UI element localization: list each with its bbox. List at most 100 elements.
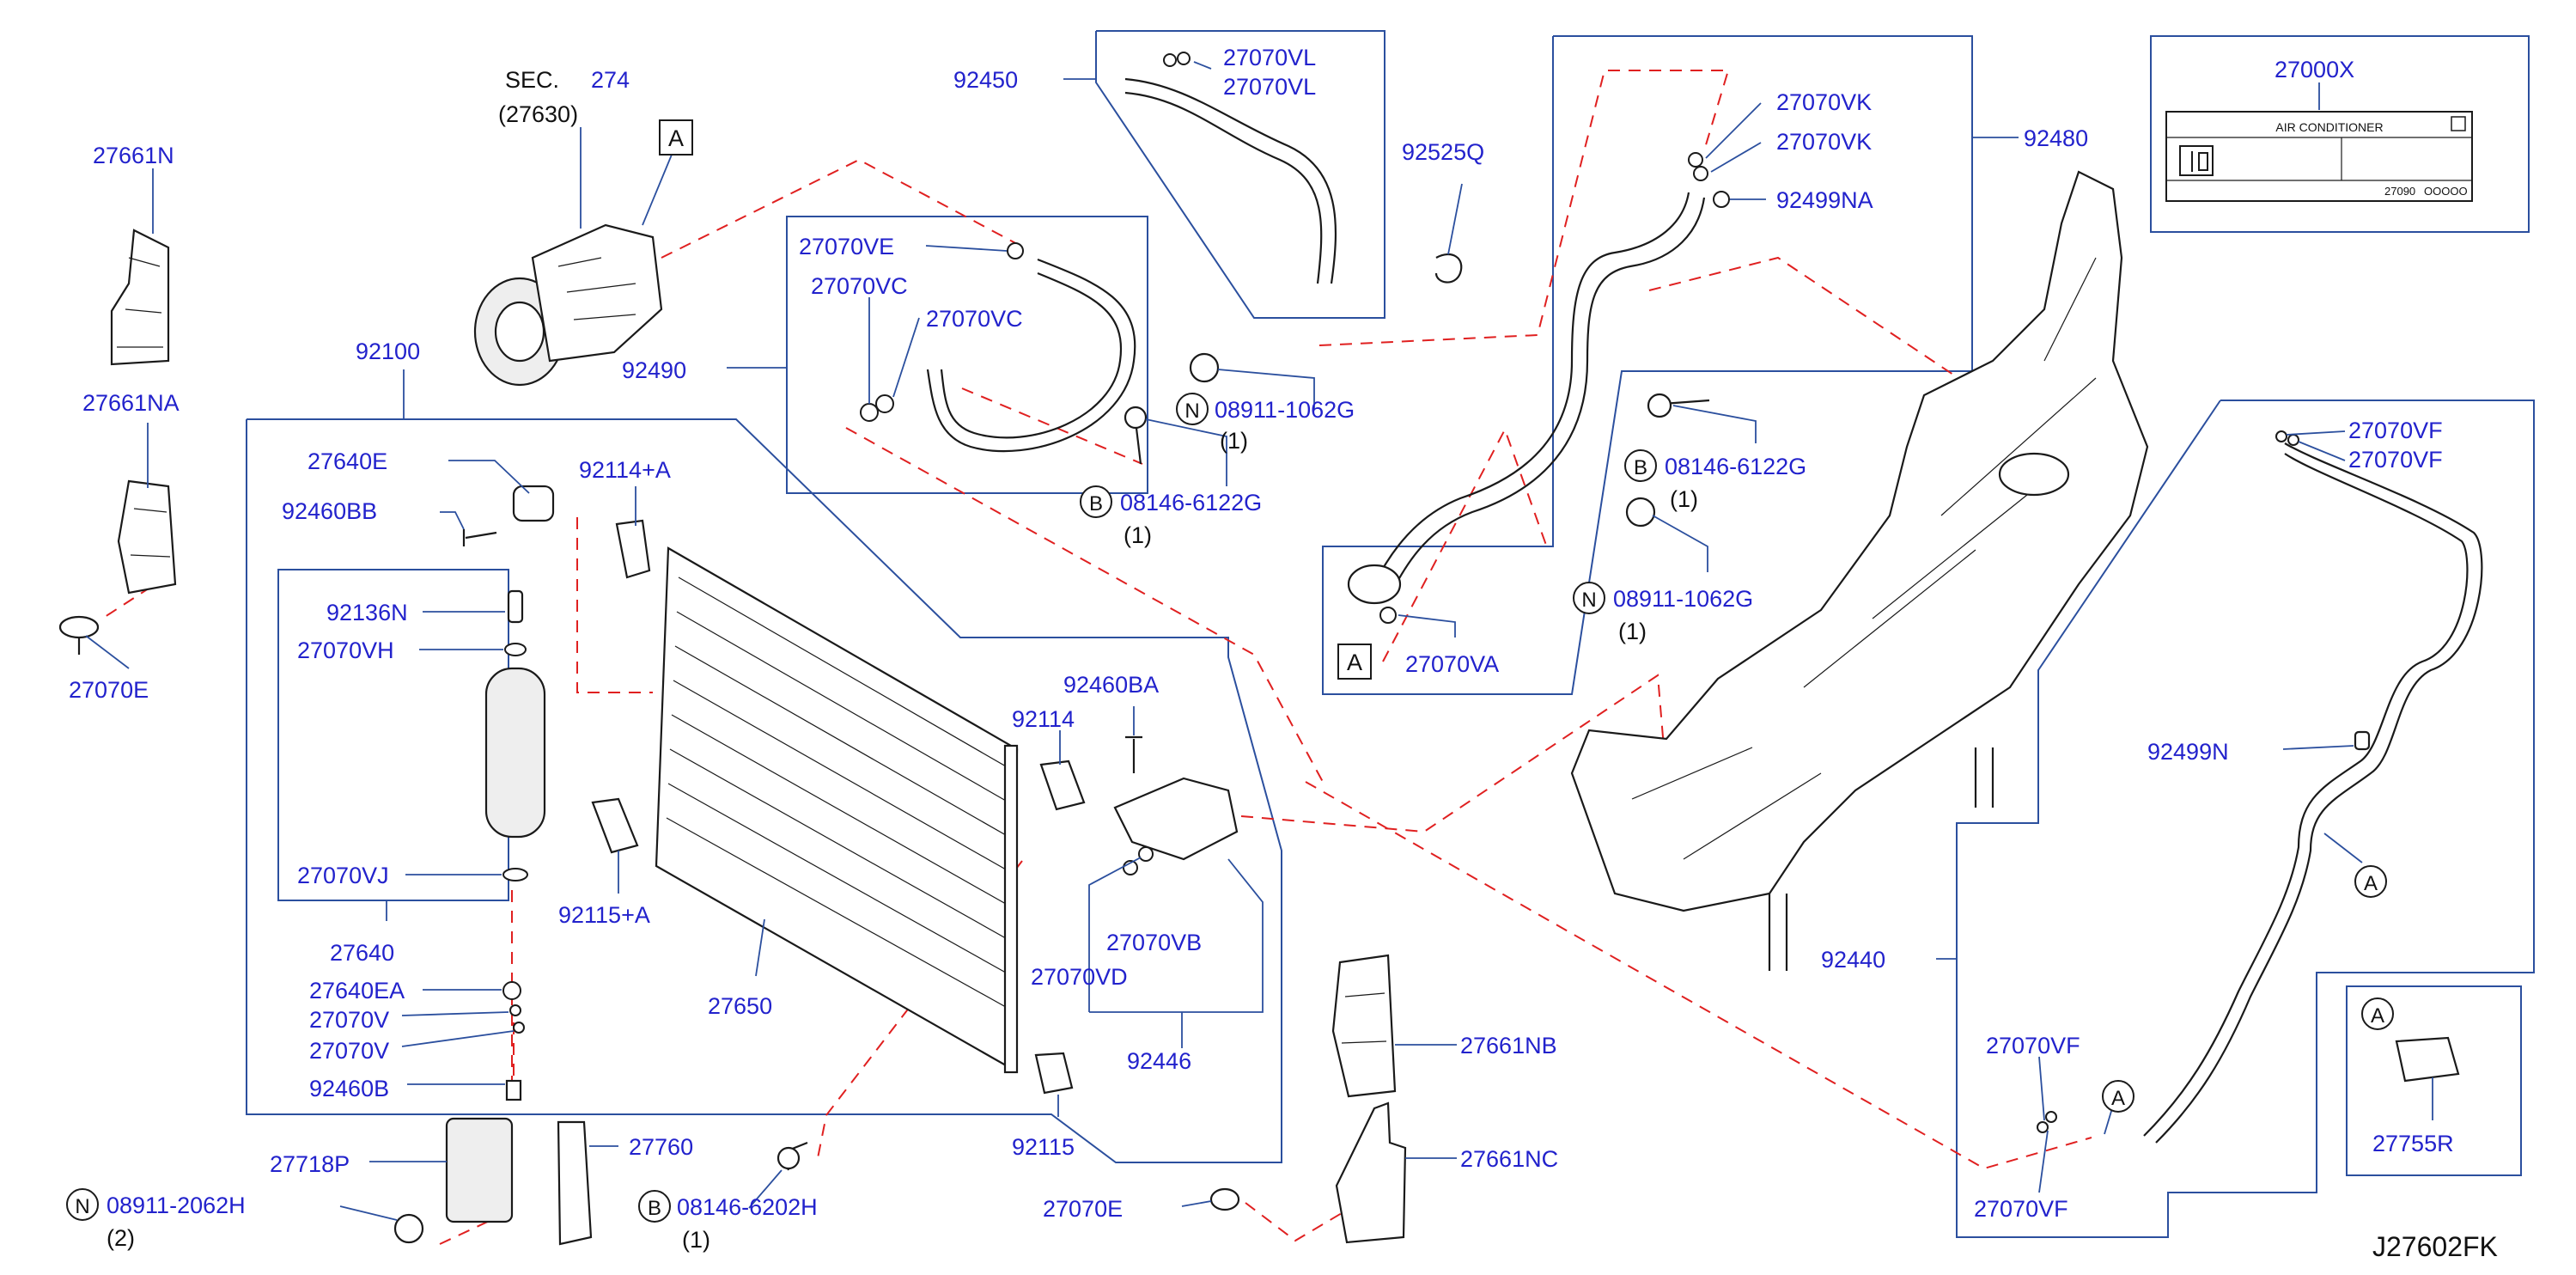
label-card-plate [2165, 111, 2473, 202]
label-92114A: 92114+A [579, 457, 671, 483]
leader-27070VF-b [2298, 441, 2346, 461]
frame-hose-92480 [1322, 35, 1973, 695]
label-08146-6122G-a-qty: (1) [1124, 522, 1152, 548]
badge-n-08911-1062G-a-letter: N [1184, 400, 1199, 423]
part-27640EA [502, 981, 521, 1000]
leader-27070V-a [401, 1011, 509, 1016]
part-92499N-cap [2354, 730, 2371, 751]
frame-clip-27755R [2346, 985, 2522, 1176]
ref-circle-a-pipe-b [2102, 1080, 2134, 1113]
leader-27070VF-c [2038, 1056, 2045, 1121]
label-27661N: 27661N [93, 143, 174, 168]
part-27070VF-ring-c [2037, 1121, 2049, 1133]
part-27070VC-ring-a [860, 403, 879, 422]
part-27661NB-detail [1341, 992, 1387, 1044]
part-92499NA-cap [1713, 191, 1730, 208]
part-27640E [512, 485, 555, 522]
part-08146-6122G-head-b [1647, 393, 1672, 418]
label-27070V-a: 27070V [309, 1007, 389, 1033]
label-card-checkbox [2451, 116, 2466, 131]
label-27070VL-a: 27070VL [1223, 45, 1316, 70]
label-08911-1062G-a-qty: (1) [1220, 428, 1248, 454]
label-92499N: 92499N [2147, 739, 2229, 765]
ref-box-a-hose-letter: A [1347, 650, 1362, 675]
part-27070VA-ring [1379, 607, 1397, 624]
ref-circle-a-pipe-b-letter: A [2111, 1087, 2125, 1110]
label-27650: 27650 [708, 993, 772, 1019]
ref-circle-a-pipe [2354, 865, 2387, 898]
part-compressor [473, 223, 663, 387]
label-27755R: 27755R [2372, 1131, 2454, 1156]
label-92490: 92490 [622, 357, 686, 383]
dashed-compressor-to-92490 [661, 158, 1021, 259]
badge-b-08146-6122G-b [1624, 449, 1657, 482]
label-08911-2062H: 08911-2062H [107, 1193, 246, 1218]
label-27070E-right: 27070E [1043, 1196, 1123, 1222]
label-27070VC-a: 27070VC [811, 273, 908, 299]
part-27661NA-detail [130, 508, 171, 558]
label-92114: 92114 [1012, 706, 1075, 732]
label-27070VL-b: 27070VL [1223, 74, 1316, 100]
label-92100: 92100 [356, 339, 420, 364]
badge-n-08911-2062H-letter: N [75, 1195, 89, 1218]
frame-condenser-assembly [246, 418, 1282, 1163]
leader-27070VL [1193, 61, 1212, 70]
label-27661NB: 27661NB [1460, 1033, 1557, 1058]
group-labels: SEC. 274 (27630) 27661N 27661NA 27070E 9… [69, 45, 2498, 1262]
ref-box-a-top [659, 119, 693, 156]
group-leaders [85, 61, 2433, 1221]
leader-27070VK-a [1705, 102, 1762, 159]
label-27718P: 27718P [270, 1151, 350, 1177]
part-27640-drier-body [484, 667, 546, 839]
part-27070VL-ring-b [1177, 52, 1191, 65]
label-92460B: 92460B [309, 1076, 389, 1101]
badge-b-08146-6122G-a [1080, 485, 1112, 518]
part-27661NC [1335, 1101, 1407, 1244]
leader-08911-2062H [339, 1205, 398, 1221]
label-27070VF-b: 27070VF [2348, 447, 2443, 473]
leader-92499N [2282, 745, 2354, 750]
dashed-condenser-clip [576, 517, 653, 693]
label-92136N: 92136N [326, 600, 408, 625]
leader-27070V-b [401, 1030, 515, 1047]
label-27070VB: 27070VB [1106, 930, 1202, 955]
label-27070VA: 27070VA [1405, 651, 1499, 677]
label-27070VE: 27070VE [799, 234, 894, 259]
label-08911-1062G-a: 08911-1062G [1215, 397, 1355, 423]
badge-b-08146-6202H [638, 1190, 671, 1223]
part-27070V-a [509, 1004, 521, 1016]
part-27661NB [1331, 954, 1397, 1098]
part-92460B [505, 1079, 522, 1101]
dashed-92446-to-body [1240, 674, 1669, 833]
label-27640EA: 27640EA [309, 978, 405, 1004]
label-27661NA: 27661NA [82, 390, 180, 416]
part-27070E-left [58, 615, 100, 639]
label-08146-6122G-a: 08146-6122G [1120, 490, 1262, 515]
label-08911-1062G-b-qty: (1) [1618, 619, 1647, 644]
dashed-92480-internal [1648, 256, 2011, 413]
label-card-code: 27090 [2384, 185, 2415, 198]
label-27661NC: 27661NC [1460, 1146, 1558, 1172]
leader-27640E [448, 460, 530, 494]
label-92525Q: 92525Q [1402, 139, 1484, 165]
badge-n-08911-1062G-b [1573, 582, 1605, 614]
label-92115A: 92115+A [558, 902, 650, 928]
leader-08146-6202H [748, 1169, 783, 1209]
label-08146-6122G-b: 08146-6122G [1665, 454, 1806, 479]
label-92450: 92450 [953, 67, 1018, 93]
part-27755R [2395, 1036, 2460, 1083]
part-92490-hose-b [940, 271, 1123, 439]
part-27070V-b [513, 1022, 525, 1034]
ref-box-a-hose [1337, 644, 1372, 680]
label-27070VF-d: 27070VF [1974, 1196, 2068, 1222]
group-frames [246, 30, 2535, 1238]
part-08146-6122G-head-a [1124, 406, 1148, 430]
part-27070VF-ring-b [2287, 434, 2299, 446]
leader-08146-6122G-b [1672, 405, 1757, 443]
dashed-92480-to-27070VA [1382, 427, 1549, 662]
label-27070VF-c: 27070VF [1986, 1033, 2080, 1058]
label-27070VK-a: 27070VK [1776, 89, 1872, 115]
part-92446-block [1113, 777, 1239, 861]
part-27070VK-ring-b [1693, 166, 1708, 181]
